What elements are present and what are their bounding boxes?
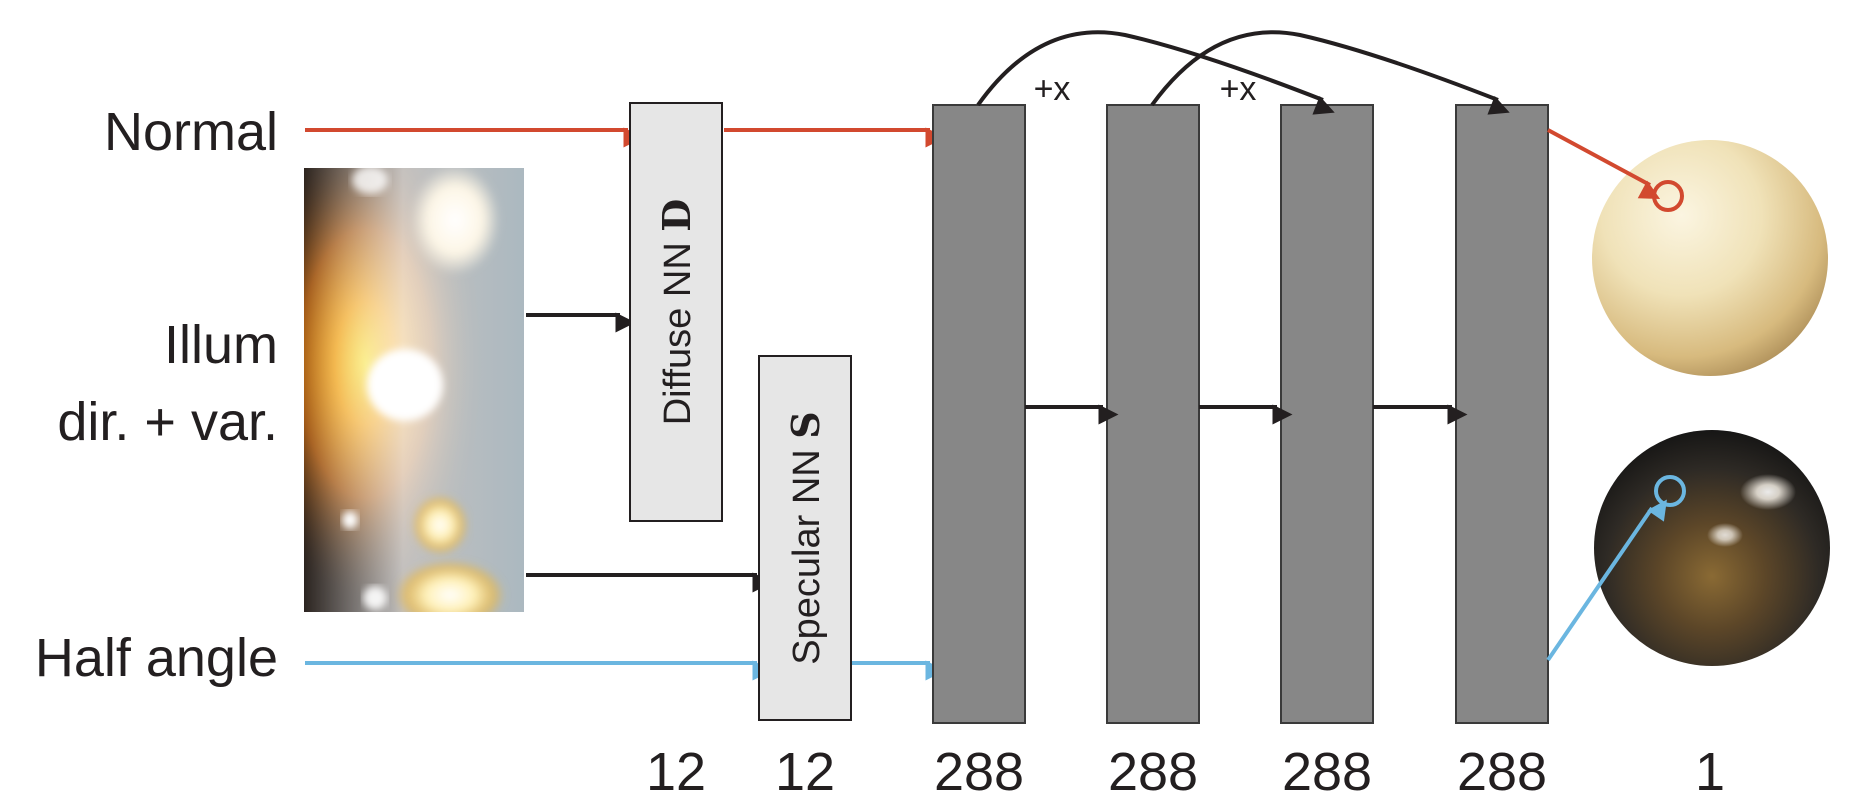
skip-label-2: +x xyxy=(1220,70,1257,108)
svg-text:Diffuse NN D: Diffuse NN D xyxy=(654,199,699,426)
size-label-diffuse: 12 xyxy=(646,742,706,801)
illum-label-line1: Illum xyxy=(164,315,278,375)
diffuse-sphere-image xyxy=(1592,140,1828,376)
half-angle-label: Half angle xyxy=(35,628,278,688)
size-label-output: 1 xyxy=(1695,742,1725,801)
size-label-layer-4: 288 xyxy=(1457,742,1547,801)
illumination-map-image xyxy=(304,168,524,612)
diffuse-nn-box: Diffuse NN D xyxy=(629,102,723,522)
skip-connection-2 xyxy=(1150,30,1510,115)
hidden-layer-1 xyxy=(932,104,1026,724)
hidden-layer-2 xyxy=(1106,104,1200,724)
specular-sample-marker xyxy=(1654,475,1686,507)
hidden-layer-4 xyxy=(1455,104,1549,724)
diffuse-output-arrow xyxy=(1547,128,1661,199)
specular-nn-box: Specular NN S xyxy=(758,355,852,721)
size-label-layer-1: 288 xyxy=(934,742,1024,801)
specular-nn-symbol: S xyxy=(783,411,828,438)
skip-connection-1 xyxy=(976,30,1335,115)
diffuse-sample-marker xyxy=(1652,180,1684,212)
skip-label-1: +x xyxy=(1034,70,1071,108)
specular-sphere-image xyxy=(1594,430,1830,666)
size-label-layer-3: 288 xyxy=(1282,742,1372,801)
size-label-layer-2: 288 xyxy=(1108,742,1198,801)
diffuse-nn-symbol: D xyxy=(654,199,699,232)
normal-label: Normal xyxy=(104,102,278,162)
svg-text:Specular NN S: Specular NN S xyxy=(783,411,828,664)
diffuse-nn-label: Diffuse NN xyxy=(657,232,699,426)
size-label-specular: 12 xyxy=(775,742,835,801)
specular-nn-label: Specular NN xyxy=(786,439,828,665)
specular-output-arrow xyxy=(1546,499,1667,662)
hidden-layer-3 xyxy=(1280,104,1374,724)
illum-label-line2: dir. + var. xyxy=(57,392,278,452)
